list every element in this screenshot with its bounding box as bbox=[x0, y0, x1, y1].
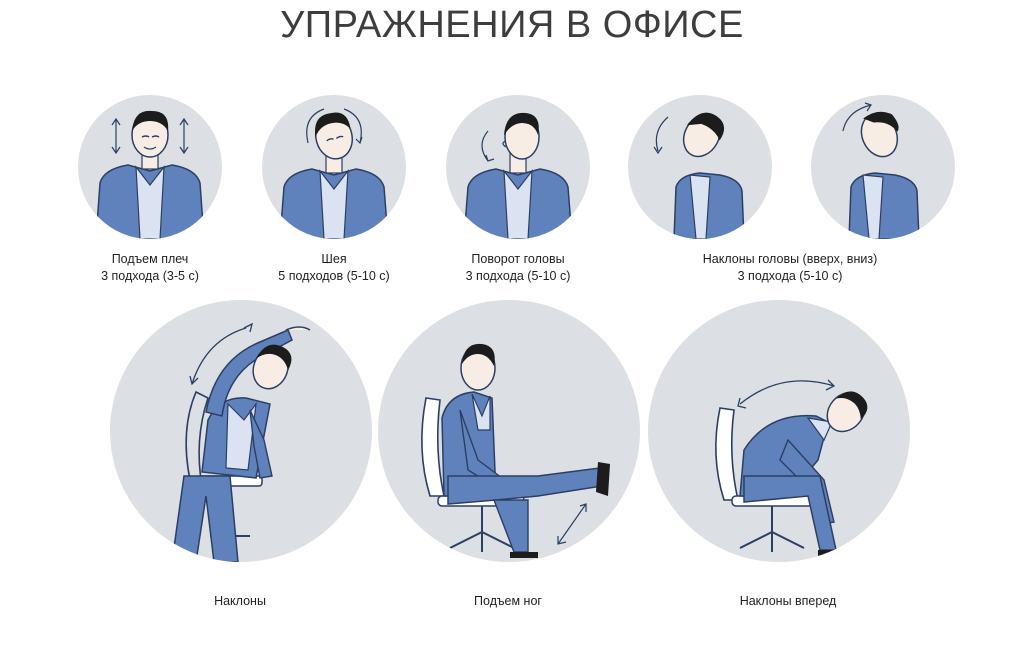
exercise-1-caption: Подъем плеч 3 подхода (3-5 с) bbox=[78, 251, 222, 285]
page-title: УПРАЖНЕНИЯ В ОФИСЕ bbox=[280, 4, 744, 46]
side-bend-figure bbox=[171, 322, 311, 562]
exercise-7-illustration bbox=[648, 300, 910, 562]
head-tilt-up-figure bbox=[842, 102, 920, 239]
exercise-1-illustration bbox=[78, 95, 222, 239]
neck-rotation-figure bbox=[279, 108, 389, 239]
exercise-3-caption: Поворот головы 3 подхода (5-10 с) bbox=[446, 251, 590, 285]
exercise-2-detail: 5 подходов (5-10 с) bbox=[278, 269, 390, 283]
exercise-7-caption: Наклоны вперед bbox=[739, 594, 837, 608]
head-tilt-figure bbox=[653, 112, 745, 239]
exercise-1-name: Подъем плеч bbox=[111, 252, 189, 266]
exercise-3-name: Поворот головы bbox=[471, 252, 565, 266]
exercise-3-detail: 3 подхода (5-10 с) bbox=[465, 269, 571, 283]
exercise-5-illustration bbox=[110, 300, 372, 562]
exercise-2-caption: Шея 5 подходов (5-10 с) bbox=[262, 251, 406, 285]
leg-raise-figure bbox=[421, 343, 610, 558]
exercise-4-caption: Наклоны головы (вверх, вниз) 3 подхода (… bbox=[690, 251, 890, 285]
exercise-1-detail: 3 подхода (3-5 с) bbox=[101, 269, 199, 283]
head-turn-figure bbox=[463, 112, 573, 239]
exercise-4a-illustration bbox=[628, 95, 772, 239]
exercise-2-name: Шея bbox=[321, 252, 347, 266]
exercise-5-caption: Наклоны bbox=[214, 594, 266, 608]
forward-bend-figure bbox=[715, 379, 868, 558]
exercise-6-caption: Подъем ног bbox=[474, 594, 542, 608]
exercise-2-illustration bbox=[262, 95, 406, 239]
shoulder-raise-figure bbox=[95, 110, 205, 239]
exercise-4-detail: 3 подхода (5-10 с) bbox=[737, 269, 843, 283]
exercise-6-illustration bbox=[378, 300, 640, 562]
exercise-4-name: Наклоны головы (вверх, вниз) bbox=[702, 252, 878, 266]
exercise-3-illustration bbox=[446, 95, 590, 239]
exercise-4b-illustration bbox=[811, 95, 955, 239]
